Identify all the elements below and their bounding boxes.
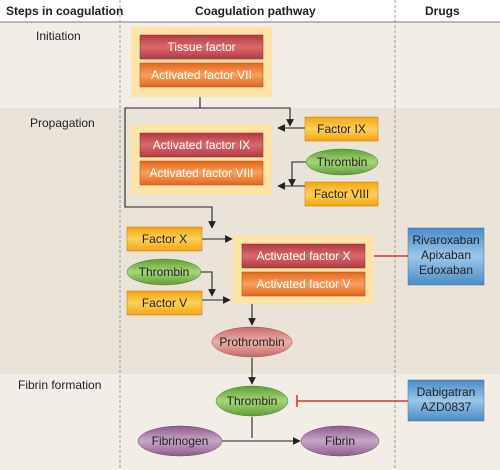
node-activated-viii [139, 160, 264, 186]
header-drugs: Drugs [425, 4, 460, 18]
node-activated-v-label: Activated factor V [256, 277, 350, 291]
node-tissue-factor-label: Tissue factor [167, 40, 235, 54]
stage-initiation: Initiation [36, 29, 81, 43]
arrow-thrombin-to-factor-v [200, 271, 216, 297]
node-factor-v-label: Factor V [142, 296, 187, 310]
node-factor-viii [304, 181, 379, 207]
drug-box-thrombin-inhibitors [407, 379, 485, 422]
node-fibrin [300, 425, 380, 457]
node-activated-x-label: Activated factor X [256, 249, 350, 263]
drug-azd0837: AZD0837 [421, 400, 472, 414]
node-thrombin-3-label: Thrombin [227, 394, 278, 408]
node-factor-ix-label: Factor IX [317, 122, 366, 136]
node-thrombin-1-label: Thrombin [317, 155, 368, 169]
node-activated-viii-label: Activated factor VIII [149, 166, 253, 180]
arrow-to-factor-ix [199, 97, 294, 127]
node-activated-x [241, 243, 366, 269]
header-band [0, 0, 500, 22]
node-thrombin-2-label: Thrombin [139, 265, 190, 279]
node-activated-vii-label: Activated factor VII [151, 68, 252, 82]
node-activated-ix-label: Activated factor IX [153, 138, 250, 152]
drug-rivaroxaban: Rivaroxaban [412, 233, 479, 247]
node-thrombin-1 [305, 148, 379, 176]
node-fibrinogen-label: Fibrinogen [152, 434, 209, 448]
arrow-thrombin-to-factor-viii [288, 161, 310, 187]
node-activated-ix [139, 132, 264, 158]
drug-apixaban: Apixaban [421, 248, 471, 262]
header-steps: Steps in coagulation [6, 4, 123, 18]
node-factor-v [126, 290, 203, 316]
arrow-loop-left [124, 107, 216, 229]
node-prothrombin [211, 326, 293, 358]
node-thrombin-2 [126, 258, 202, 286]
drug-box-xa-inhibitors [407, 227, 485, 286]
stage-propagation: Propagation [30, 116, 95, 130]
node-factor-x [126, 226, 203, 252]
drug-edoxaban: Edoxaban [419, 263, 473, 277]
node-factor-ix [304, 116, 379, 142]
node-tissue-factor [139, 34, 264, 60]
node-fibrin-label: Fibrin [325, 434, 355, 448]
node-thrombin-3 [215, 385, 289, 417]
node-prothrombin-label: Prothrombin [219, 335, 284, 349]
drug-dabigatran: Dabigatran [417, 385, 476, 399]
header-pathway: Coagulation pathway [195, 4, 316, 18]
node-fibrinogen [137, 425, 223, 457]
node-factor-viii-label: Factor VIII [314, 187, 369, 201]
node-activated-v [241, 271, 366, 297]
node-activated-vii [139, 62, 264, 88]
node-factor-x-label: Factor X [142, 232, 187, 246]
stage-fibrin-formation: Fibrin formation [18, 378, 101, 392]
